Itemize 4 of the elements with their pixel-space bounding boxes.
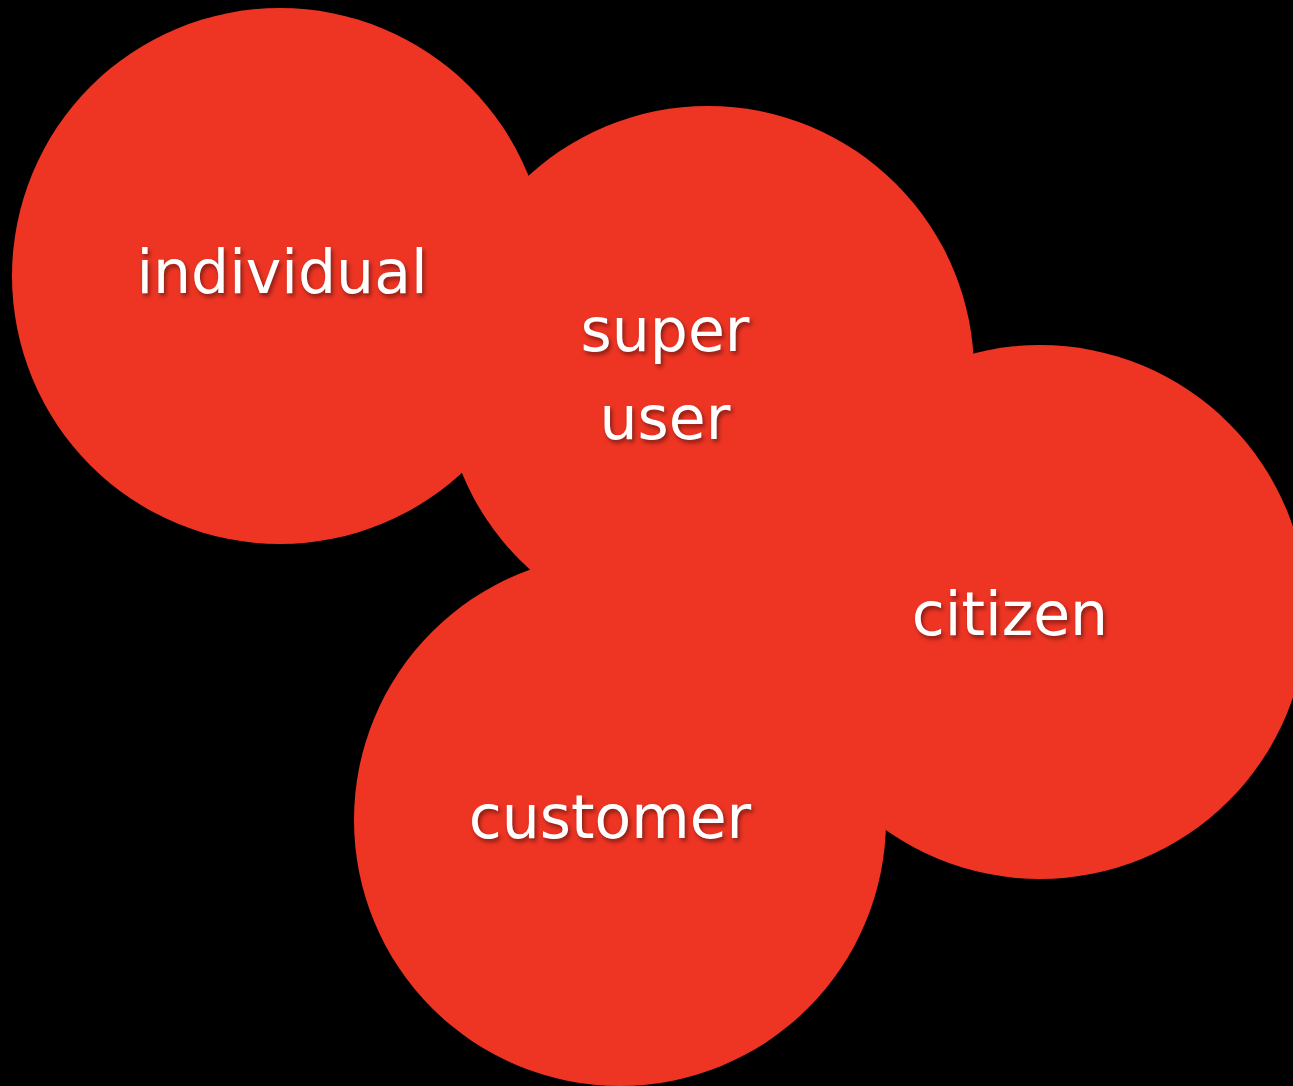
circle-label: customer xyxy=(445,773,775,861)
circle-label: super user xyxy=(550,286,780,462)
circle-label: individual xyxy=(112,228,452,316)
circle-label: citizen xyxy=(860,570,1160,658)
